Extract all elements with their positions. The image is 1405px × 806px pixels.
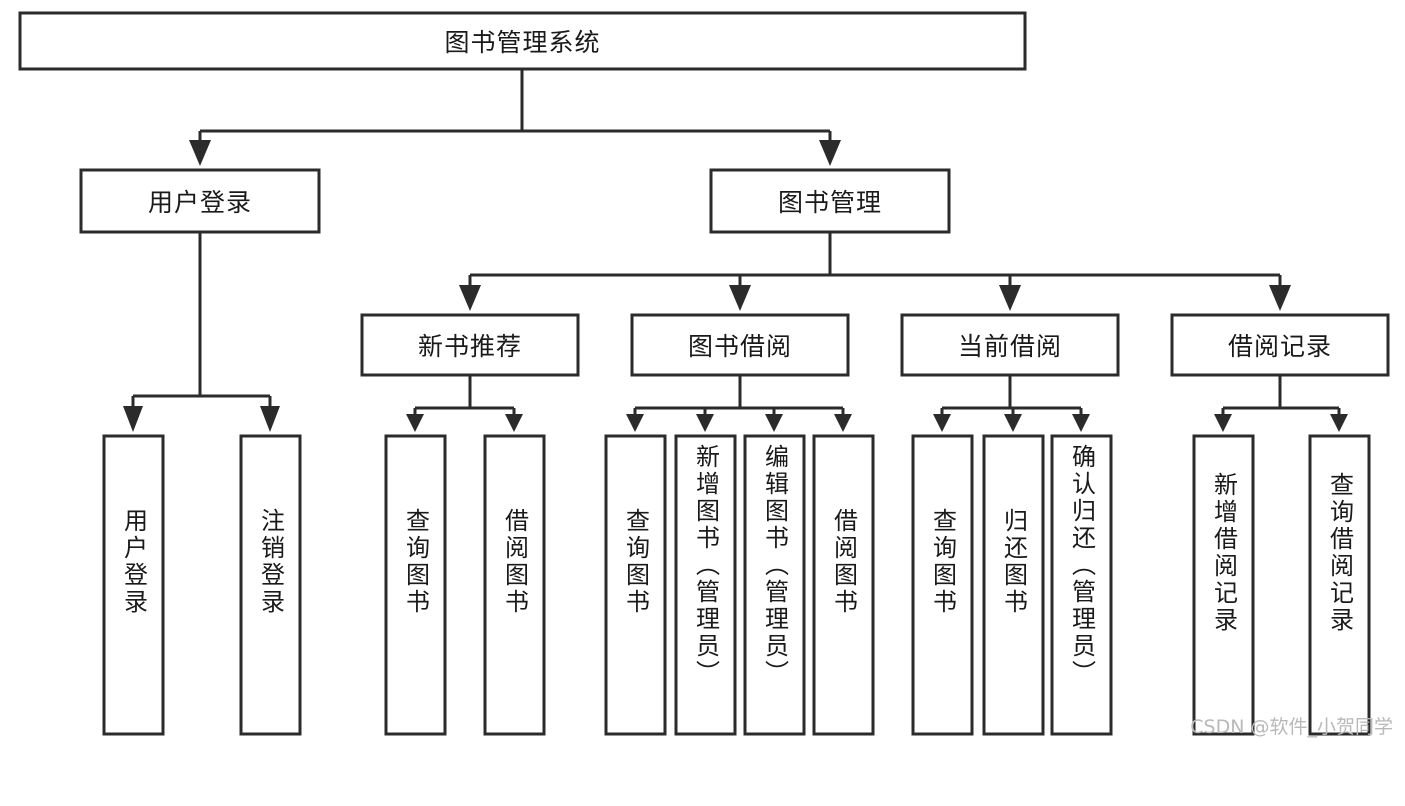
- node-box-leaf-confirm-return-admin[interactable]: [1050, 434, 1113, 736]
- node-box-leaf-user-login[interactable]: [102, 434, 165, 736]
- arrowhead-leaf-user-login: [123, 406, 143, 432]
- node-box-leaf-query-borrow-record[interactable]: [1308, 434, 1371, 736]
- arrowhead-leaf-query-book-borrow: [626, 414, 644, 432]
- edges-new-book-recommend-to-leaves: [406, 375, 523, 432]
- arrowhead-leaf-confirm-return-admin: [1072, 414, 1090, 432]
- hierarchy-diagram: [18, 11, 1390, 736]
- node-box-root[interactable]: [18, 11, 1027, 71]
- node-box-borrow-record[interactable]: [1170, 313, 1390, 377]
- diagram-canvas: 图书管理系统 用户登录 图书管理 新书推荐 图书借阅 当前借阅 借阅记录 用户登…: [18, 11, 1393, 738]
- edges-borrow-record-to-leaves: [1214, 375, 1348, 432]
- arrowhead-new-book-recommend: [459, 285, 481, 311]
- arrowhead-book-borrow: [729, 285, 751, 311]
- edges-current-borrow-to-leaves: [933, 375, 1090, 432]
- node-box-leaf-return-book[interactable]: [982, 434, 1045, 736]
- arrowhead-leaf-user-logout: [260, 406, 280, 432]
- arrowhead-leaf-borrow-book: [834, 414, 852, 432]
- edges-book-borrow-to-leaves: [626, 375, 852, 432]
- node-box-leaf-query-book-borrow[interactable]: [604, 434, 667, 736]
- arrowhead-book-management: [819, 140, 841, 166]
- node-box-new-book-recommend[interactable]: [360, 313, 580, 377]
- arrowhead-leaf-add-book-admin: [696, 414, 714, 432]
- arrowhead-user-login: [189, 140, 211, 166]
- arrowhead-leaf-borrow-book-rec: [505, 414, 523, 432]
- node-box-leaf-query-book-rec[interactable]: [384, 434, 447, 736]
- edges-book-management-to-level2: [459, 232, 1291, 311]
- node-box-current-borrow[interactable]: [900, 313, 1120, 377]
- arrowhead-leaf-query-book-current: [933, 414, 951, 432]
- node-box-leaf-user-logout[interactable]: [239, 434, 302, 736]
- node-box-leaf-edit-book-admin[interactable]: [743, 434, 806, 736]
- arrowhead-leaf-return-book: [1004, 414, 1022, 432]
- node-box-leaf-borrow-book-rec[interactable]: [483, 434, 546, 736]
- edges-user-login-to-leaves: [123, 232, 280, 432]
- node-box-book-management[interactable]: [709, 168, 951, 234]
- arrowhead-leaf-edit-book-admin: [765, 414, 783, 432]
- node-box-leaf-borrow-book[interactable]: [812, 434, 875, 736]
- arrowhead-current-borrow: [999, 285, 1021, 311]
- arrowhead-leaf-query-borrow-record: [1330, 414, 1348, 432]
- node-box-user-login[interactable]: [79, 168, 321, 234]
- arrowhead-borrow-record: [1269, 285, 1291, 311]
- node-box-leaf-query-book-current[interactable]: [911, 434, 974, 736]
- arrowhead-leaf-query-book-rec: [406, 414, 424, 432]
- node-box-book-borrow[interactable]: [630, 313, 850, 377]
- node-box-leaf-add-book-admin[interactable]: [674, 434, 737, 736]
- edges-root-to-level1: [189, 69, 841, 166]
- node-box-leaf-add-borrow-record[interactable]: [1192, 434, 1255, 736]
- arrowhead-leaf-add-borrow-record: [1214, 414, 1232, 432]
